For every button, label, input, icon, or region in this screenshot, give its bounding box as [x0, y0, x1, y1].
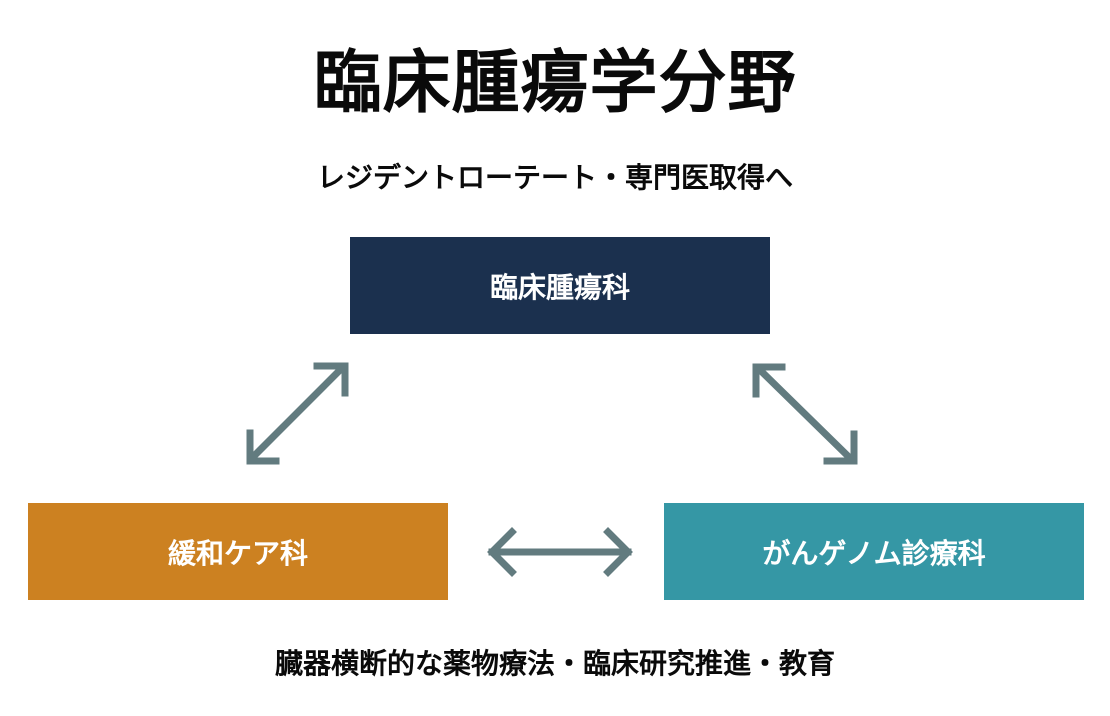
node-cancer-genome: がんゲノム診療科 — [664, 503, 1084, 600]
page-title: 臨床腫瘍学分野 — [313, 44, 797, 123]
arrow-top-right-head-upper — [752, 363, 786, 398]
arrow-horizontal — [487, 527, 633, 577]
arrow-top-left-head-upper — [313, 362, 349, 397]
node-palliative-care-label: 緩和ケア科 — [167, 536, 308, 570]
footer-caption: 臓器横断的な薬物療法・臨床研究推進・教育 — [274, 647, 835, 680]
arrow-top-right-head-lower — [823, 430, 858, 465]
arrow-top-left — [246, 362, 349, 465]
arrow-top-right — [752, 363, 858, 465]
arrow-horizontal-head-left — [487, 527, 517, 577]
arrow-top-left-shaft — [247, 364, 346, 463]
arrow-top-right-shaft — [755, 365, 856, 464]
node-clinical-oncology-label: 臨床腫瘍科 — [489, 270, 630, 304]
arrow-horizontal-head-right — [603, 527, 633, 577]
arrow-top-left-head-lower — [246, 429, 280, 465]
node-clinical-oncology: 臨床腫瘍科 — [350, 237, 770, 334]
node-cancer-genome-label: がんゲノム診療科 — [762, 536, 986, 570]
node-palliative-care: 緩和ケア科 — [28, 503, 448, 600]
page-subtitle: レジデントローテート・専門医取得へ — [316, 161, 793, 194]
